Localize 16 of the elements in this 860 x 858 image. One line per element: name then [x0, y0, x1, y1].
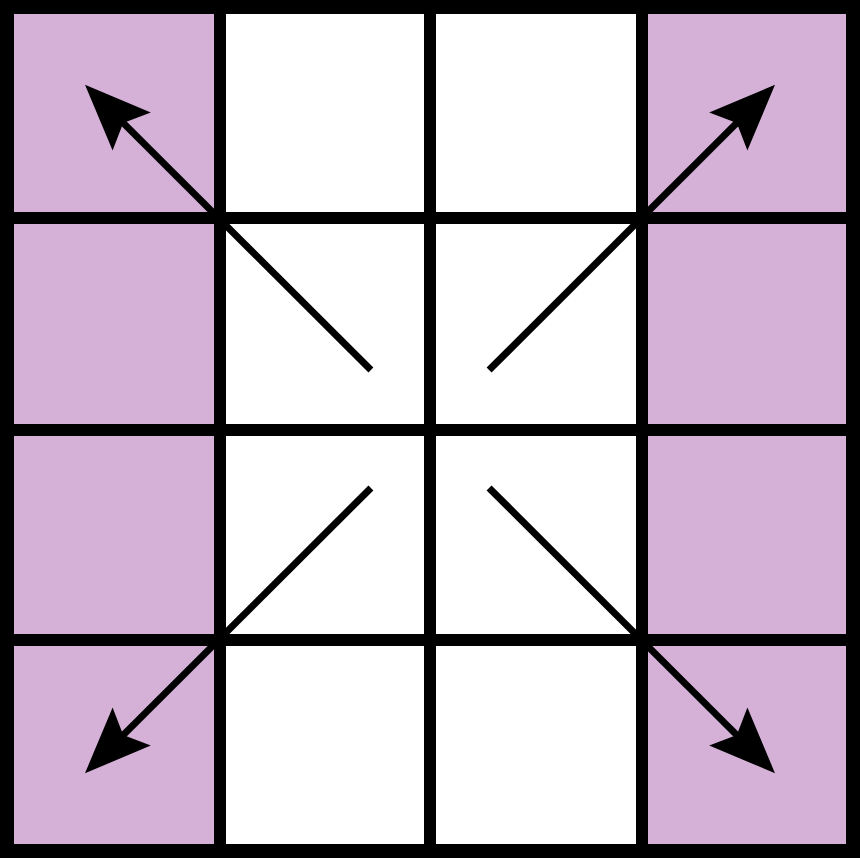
grid-cell — [641, 218, 852, 429]
grid-cell — [8, 8, 219, 219]
grid-cell — [219, 429, 430, 640]
grid-cell — [641, 429, 852, 640]
grid-cell — [219, 8, 430, 219]
grid-cell — [219, 218, 430, 429]
grid-cell — [641, 8, 852, 219]
grid-cell — [430, 8, 641, 219]
grid-cell — [641, 639, 852, 850]
grid-cell — [430, 429, 641, 640]
grid-cell — [430, 639, 641, 850]
grid-cell — [219, 639, 430, 850]
grid-cell — [430, 218, 641, 429]
grid-cell — [8, 639, 219, 850]
grid-cell — [8, 429, 219, 640]
grid-cell — [8, 218, 219, 429]
